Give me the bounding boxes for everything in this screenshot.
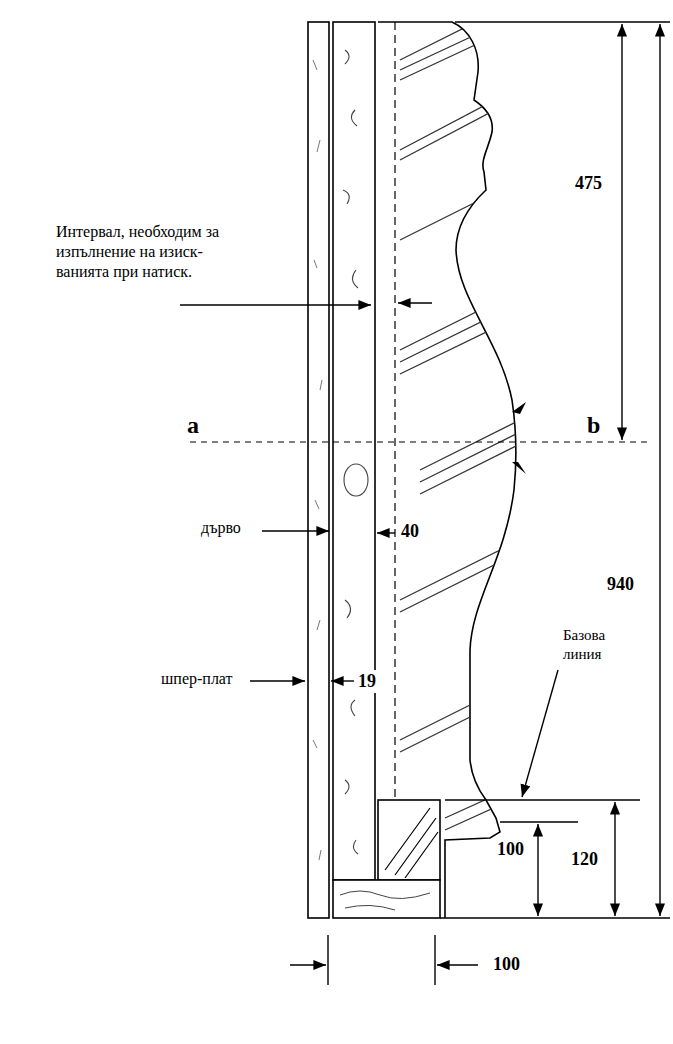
section-mark: a [186,410,200,440]
dimension-value: 100 [496,838,525,861]
dimension-value: 40 [400,520,420,543]
section-line [190,441,650,442]
foam-outline [378,22,516,918]
section-mark: b [586,410,601,440]
staple [512,402,526,474]
dimension-value: 940 [606,573,635,596]
dimension-value: 120 [570,848,599,871]
wood-texture [343,50,368,854]
foam-hatch [400,20,520,830]
leader-arrows [180,303,558,797]
bottom-rail [333,880,440,918]
base-block [378,800,440,880]
note-text: Интервал, необходим за изпълнение на изи… [55,222,257,282]
interval-line [394,22,395,800]
plywood-texture [313,60,322,860]
note-text: Базова линия [562,626,634,664]
part-name: дърво [200,518,242,538]
dimension-value: 19 [357,670,377,693]
wood-frame [333,22,375,880]
dimension-value: 100 [492,953,521,976]
dimension-value: 475 [574,172,603,195]
dimension-lines [290,22,670,985]
part-name: шпер-плат [160,669,234,689]
plywood [308,22,329,918]
rail-texture [340,891,430,910]
base-block-hatch [385,808,438,878]
